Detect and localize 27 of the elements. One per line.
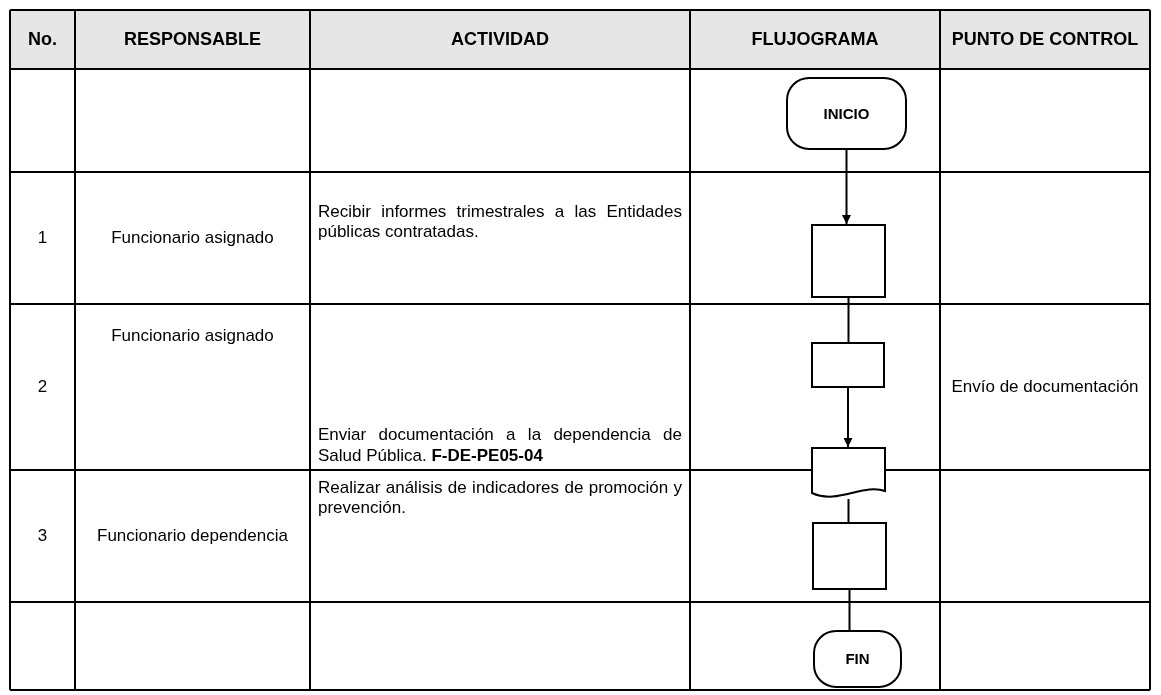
terminator-shape bbox=[813, 630, 902, 688]
responsible-text: Realizar análisis de indicadores de promoción y prevención. bbox=[318, 478, 682, 519]
column-header: FLUJOGRAMA bbox=[750, 30, 880, 49]
arrow bbox=[843, 387, 853, 448]
arrow bbox=[842, 149, 851, 225]
column-header: 3 bbox=[36, 525, 49, 547]
row-number: Funcionario dependencia bbox=[96, 525, 289, 547]
connector-line bbox=[847, 297, 850, 343]
connector-line bbox=[848, 589, 851, 631]
responsible-text: Enviar documentación a la dependencia de Salud Pública. F-DE-PE05-04 bbox=[318, 425, 682, 466]
column-header: 1 bbox=[36, 227, 49, 249]
column-header: RESPONSABLE bbox=[123, 30, 262, 49]
process-box bbox=[812, 522, 887, 590]
column-header: PUNTO DE CONTROL bbox=[950, 30, 1140, 49]
connector-line bbox=[847, 498, 850, 523]
process-box bbox=[811, 342, 885, 388]
column-header: No. bbox=[27, 30, 58, 49]
terminator-shape bbox=[786, 77, 907, 150]
activity-text: Envío de documentación bbox=[950, 376, 1140, 398]
terminator-label: INICIO bbox=[823, 104, 870, 123]
column-header: 2 bbox=[36, 376, 49, 398]
responsible-text: Recibir informes trimestrales a las Entidades públicas contratadas. bbox=[318, 202, 682, 243]
row-number: Funcionario asignado bbox=[110, 326, 275, 347]
row-number: Funcionario asignado bbox=[110, 227, 275, 249]
column-header: ACTIVIDAD bbox=[450, 30, 550, 49]
terminator-label: FIN bbox=[845, 650, 870, 668]
process-box bbox=[811, 224, 886, 298]
